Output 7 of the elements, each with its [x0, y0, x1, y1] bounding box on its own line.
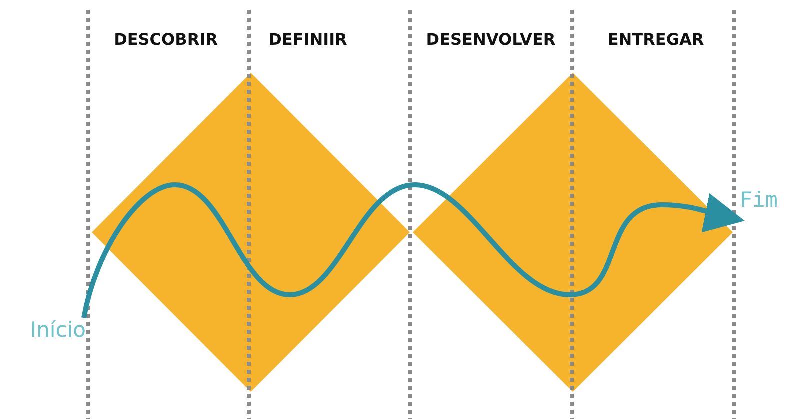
- end-label: Fim: [740, 188, 779, 212]
- phase-heading: DESCOBRIR: [114, 30, 218, 49]
- start-label: Início: [29, 318, 86, 342]
- phase-heading: DESENVOLVER: [426, 30, 556, 49]
- wave-arrow: [82, 182, 745, 319]
- phase-heading: DEFINIIR: [268, 30, 348, 49]
- phase-heading: ENTREGAR: [608, 30, 704, 49]
